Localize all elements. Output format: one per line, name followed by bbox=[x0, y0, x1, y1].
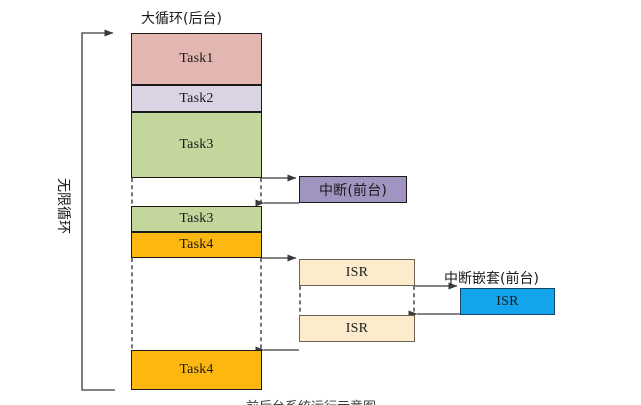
main-loop-title: 大循环(后台) bbox=[141, 11, 222, 27]
interrupt-connector bbox=[255, 174, 299, 207]
isr-connector bbox=[255, 254, 299, 354]
task-block: Task1 bbox=[131, 33, 262, 85]
task-block: Task4 bbox=[131, 232, 262, 258]
nested-isr-connector bbox=[408, 282, 460, 318]
nested-isr-block: ISR bbox=[460, 288, 555, 315]
task-block: Task4 bbox=[131, 350, 262, 390]
task-block: Task3 bbox=[131, 206, 262, 232]
task-block: Task3 bbox=[131, 112, 262, 178]
diagram-caption: 前后台系统运行示意图 bbox=[246, 396, 376, 405]
infinite-loop-label: 无限循环 bbox=[55, 178, 71, 234]
nested-interrupt-title: 中断嵌套(前台) bbox=[444, 271, 539, 287]
task-block: Task2 bbox=[131, 85, 262, 112]
isr-block: ISR bbox=[299, 315, 415, 342]
interrupt-block: 中断(前台) bbox=[299, 176, 407, 203]
infinite-loop-bracket bbox=[81, 29, 115, 391]
isr-block: ISR bbox=[299, 259, 415, 286]
